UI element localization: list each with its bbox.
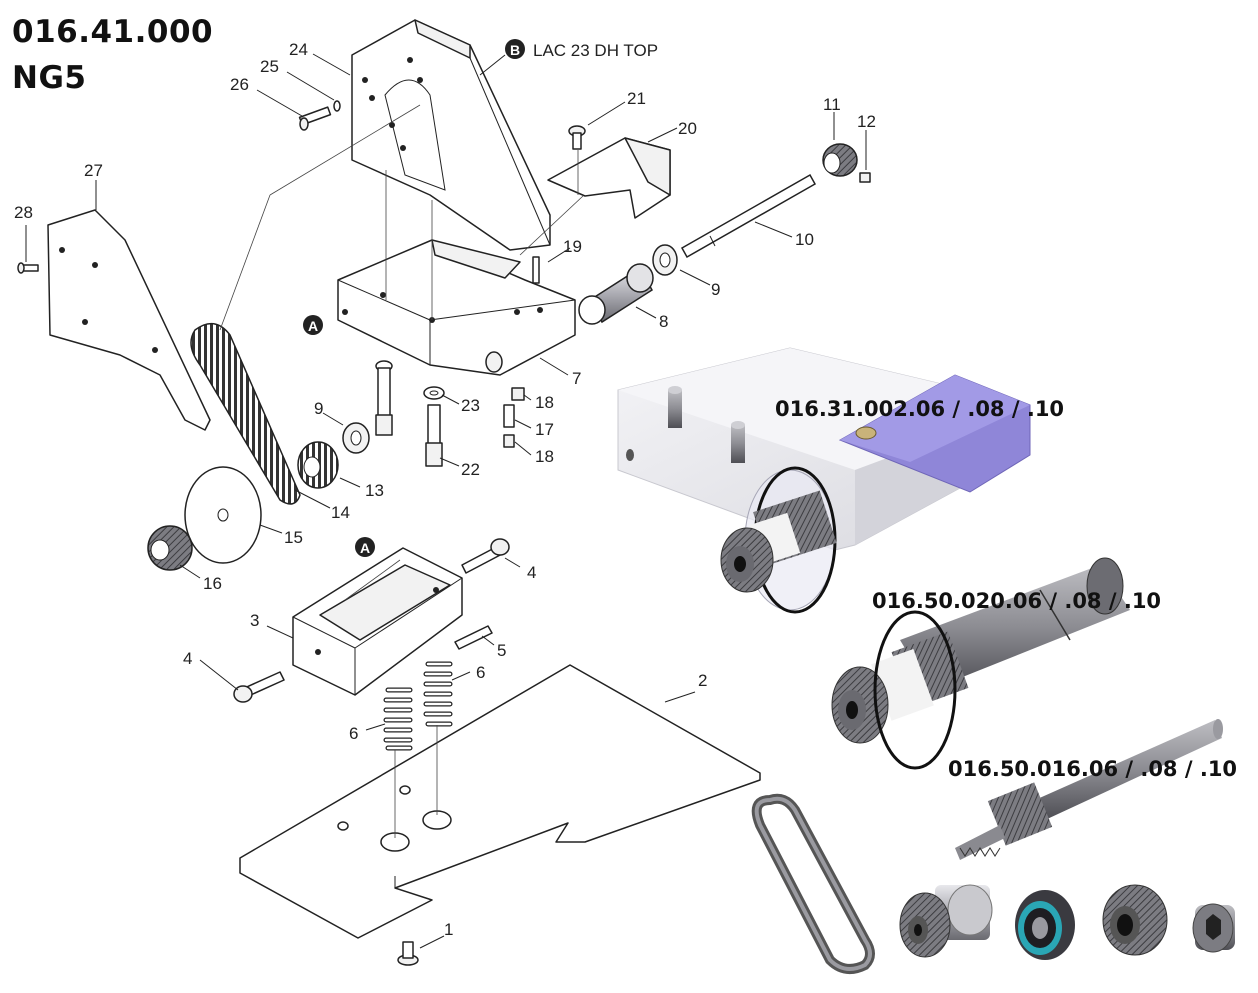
screw-21 [568, 125, 586, 150]
knurled-nut-11 [822, 143, 858, 177]
back-plate-27 [47, 209, 211, 431]
screw-4-bottom [233, 671, 285, 703]
label-1: 1 [444, 920, 453, 939]
disc-15 [184, 466, 262, 564]
callout-a-top-marker [303, 315, 323, 335]
part-number-title: 016.41.000 [12, 14, 214, 50]
label-4-top: 4 [527, 563, 536, 582]
spring-6-left [383, 687, 413, 751]
carriage-3 [292, 547, 463, 696]
sleeve-8 [578, 263, 654, 325]
photo-label-shaft-large: 016.50.020.06 / .08 / .10 [872, 589, 1161, 613]
label-15: 15 [284, 528, 303, 547]
timing-belt-14 [190, 322, 301, 505]
screw-26 [298, 106, 332, 131]
label-28: 28 [14, 203, 33, 222]
photo-block-assembly [617, 347, 1031, 614]
label-21: 21 [627, 89, 646, 108]
screw-1 [397, 941, 419, 966]
label-25: 25 [260, 57, 279, 76]
label-9-top: 9 [711, 280, 720, 299]
set-screw-12 [859, 172, 871, 183]
photo-knurled-nut [1102, 884, 1168, 956]
label-6-right: 6 [476, 663, 485, 682]
label-11: 11 [823, 95, 841, 114]
photo-label-shaft-small: 016.50.016.06 / .08 / .10 [948, 757, 1237, 781]
callout-a-top-letter: A [308, 318, 318, 334]
knob-16 [147, 525, 193, 571]
label-8: 8 [659, 312, 668, 331]
set-screw-18-bottom [503, 434, 515, 448]
callout-a-bottom-letter: A [360, 540, 370, 556]
callout-b-text: LAC 23 DH TOP [533, 41, 658, 60]
photo-shaft-large [831, 557, 1130, 770]
bearing-9-top [652, 244, 678, 276]
label-27: 27 [84, 161, 103, 180]
set-screw-18-top [511, 387, 525, 401]
label-26: 26 [230, 75, 249, 94]
spring-pin-17 [503, 404, 515, 428]
label-9-left: 9 [314, 399, 323, 418]
label-23: 23 [461, 396, 480, 415]
washer-25 [333, 100, 341, 112]
label-24: 24 [289, 40, 308, 59]
label-18-bottom: 18 [535, 447, 554, 466]
label-2: 2 [698, 671, 707, 690]
label-16: 16 [203, 574, 222, 593]
label-3: 3 [250, 611, 259, 630]
bracket-20 [547, 137, 671, 219]
pin-5 [454, 625, 493, 650]
screw-4-top [461, 538, 510, 574]
spring-6-right [423, 661, 453, 727]
label-4-bottom: 4 [183, 649, 192, 668]
photo-knob-with-sleeve [899, 884, 993, 958]
label-17: 17 [535, 420, 554, 439]
label-19: 19 [563, 237, 582, 256]
pin-19 [532, 256, 540, 284]
part-number-labels: 1 2 3 4 4 5 6 6 7 8 9 9 10 11 12 13 14 1… [14, 40, 876, 939]
label-6-left: 6 [349, 724, 358, 743]
callout-b-letter: B [510, 42, 520, 58]
label-13: 13 [365, 481, 384, 500]
gear-13 [297, 441, 339, 489]
shaft-10 [680, 173, 817, 259]
assembly-lines [219, 104, 584, 838]
label-12: 12 [857, 112, 876, 131]
photo-label-block: 016.31.002.06 / .08 / .10 [775, 397, 1064, 421]
label-20: 20 [678, 119, 697, 138]
callout-b-marker [505, 39, 525, 59]
main-block-7 [337, 239, 576, 376]
bolt-left [375, 360, 393, 436]
callout-a-bottom-marker [355, 537, 375, 557]
label-22: 22 [461, 460, 480, 479]
bearing-9-left [342, 422, 370, 454]
washer-23 [423, 386, 445, 400]
label-18-top: 18 [535, 393, 554, 412]
base-plate-2 [239, 664, 761, 939]
label-14: 14 [331, 503, 350, 522]
upper-arm-part-24 [351, 19, 551, 251]
label-7: 7 [572, 369, 581, 388]
leader-lines [25, 53, 867, 949]
photo-belt [751, 793, 875, 974]
bolt-22 [425, 404, 443, 467]
model-title: NG5 [12, 60, 87, 96]
label-10: 10 [795, 230, 814, 249]
screw-28 [17, 262, 39, 274]
photo-set-screw [1192, 903, 1235, 953]
photo-shaft-small [955, 719, 1223, 860]
label-5: 5 [497, 641, 506, 660]
photo-bearing [1015, 890, 1075, 960]
